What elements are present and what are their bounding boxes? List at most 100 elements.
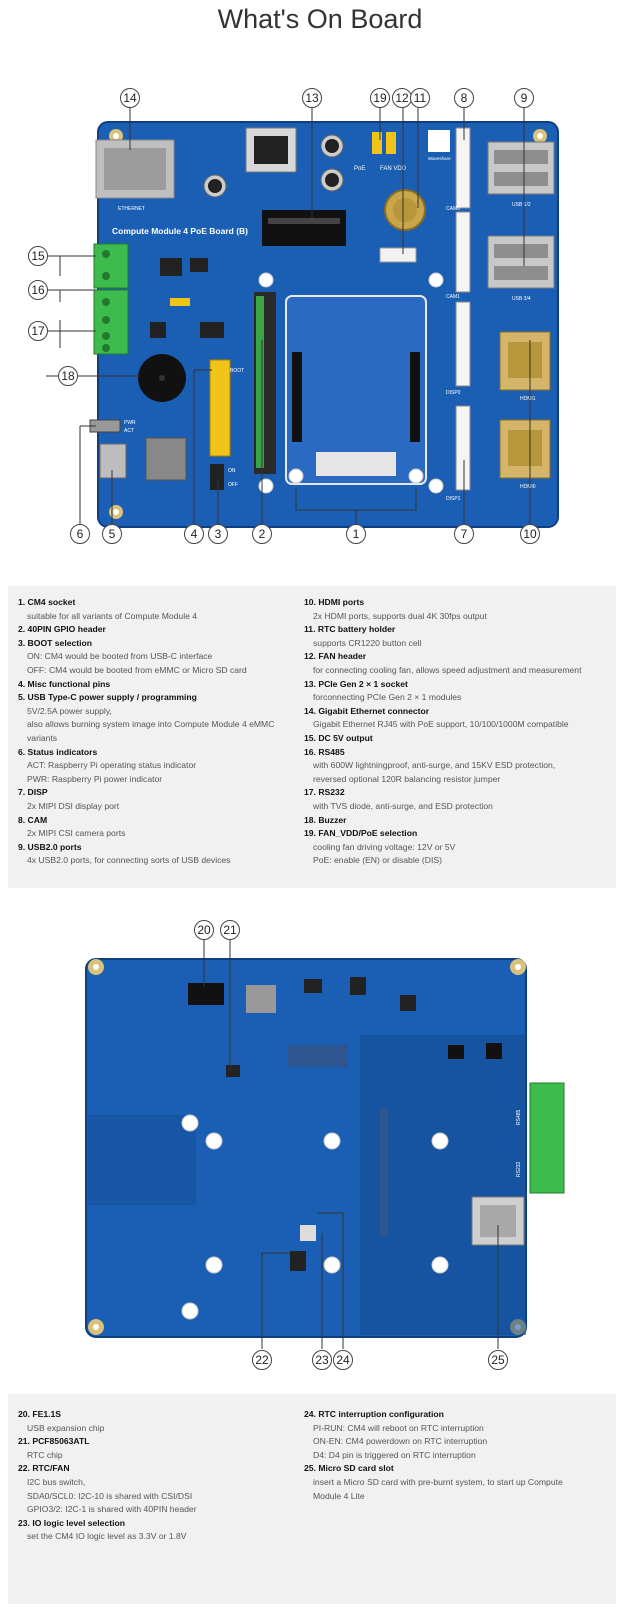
description-item-title: 16. RS485 bbox=[304, 746, 345, 757]
description-item-title: 15. DC 5V output bbox=[304, 732, 373, 743]
description-item: 9. USB2.0 ports 4x USB2.0 ports, for conn… bbox=[18, 841, 308, 868]
callout-3: 3 bbox=[208, 524, 228, 544]
cam0-silk: CAM0 bbox=[446, 206, 460, 212]
poe-silk: PoE bbox=[354, 166, 365, 172]
description-item: 21. PCF85063ATL RTC chip bbox=[18, 1435, 308, 1462]
description-item-title: 9. USB2.0 ports bbox=[18, 841, 82, 852]
cam1-silk: CAM1 bbox=[446, 294, 460, 300]
description-item-line: GPIO3/2: I2C-1 is shared with 40PIN head… bbox=[27, 1504, 197, 1515]
usb-c-port bbox=[99, 443, 127, 479]
callout-23: 23 bbox=[312, 1350, 332, 1370]
pcie-socket bbox=[262, 210, 346, 246]
callout-15: 15 bbox=[28, 246, 48, 266]
description-item-title: 22. RTC/FAN bbox=[18, 1463, 70, 1474]
description-item-line: supports CR1220 button cell bbox=[313, 637, 422, 648]
description-item: 19. FAN_VDD/PoE selection cooling fan dri… bbox=[304, 827, 614, 868]
description-item-title: 25. Micro SD card slot bbox=[304, 1463, 394, 1474]
description-item-line: also allows burning system image into Co… bbox=[27, 719, 275, 730]
description-item: 7. DISP 2x MIPI DSI display port bbox=[18, 786, 308, 813]
callout-11: 11 bbox=[410, 88, 430, 108]
callout-8: 8 bbox=[454, 88, 474, 108]
description-item-line: set the CM4 IO logic level as 3.3V or 1.… bbox=[27, 1531, 187, 1542]
callout-18: 18 bbox=[58, 366, 78, 386]
description-item-line: suitable for all variants of Compute Mod… bbox=[27, 610, 198, 621]
callout-19: 19 bbox=[370, 88, 390, 108]
disp1-silk: DISP1 bbox=[446, 496, 461, 502]
description-item-line: PWR: Raspberry Pi power indicator bbox=[27, 773, 163, 784]
description-item-line: 4x USB2.0 ports, for connecting sorts of… bbox=[27, 855, 231, 866]
description-item-title: 3. BOOT selection bbox=[18, 637, 93, 648]
description-item: 15. DC 5V output bbox=[304, 732, 614, 746]
description-item-title: 4. Misc functional pins bbox=[18, 678, 111, 689]
description-item-title: 10. HDMI ports bbox=[304, 597, 365, 607]
description-item-line: variants bbox=[27, 732, 58, 743]
dc5v-terminal bbox=[93, 243, 129, 289]
description-item-title: 12. FAN header bbox=[304, 651, 367, 662]
description-item-line: USB expansion chip bbox=[27, 1422, 105, 1433]
callout-20: 20 bbox=[194, 920, 214, 940]
callout-10: 10 bbox=[520, 524, 540, 544]
callout-2: 2 bbox=[252, 524, 272, 544]
top-desc-left-column: 1. CM4 socket suitable for all variants o… bbox=[18, 596, 308, 868]
top-description-panel: 1. CM4 socket suitable for all variants o… bbox=[8, 586, 616, 888]
description-item: 5. USB Type-C power supply / programming… bbox=[18, 691, 308, 745]
callout-21: 21 bbox=[220, 920, 240, 940]
disp0-connector bbox=[455, 301, 471, 387]
description-item-line: 2x MIPI DSI display port bbox=[27, 800, 120, 811]
description-item: 18. Buzzer bbox=[304, 814, 614, 828]
callout-12: 12 bbox=[392, 88, 412, 108]
description-item-title: 7. DISP bbox=[18, 787, 48, 798]
board-name: Compute Module 4 PoE Board (B) bbox=[112, 226, 248, 236]
usbc-module bbox=[145, 437, 187, 481]
callout-16: 16 bbox=[28, 280, 48, 300]
callout-5: 5 bbox=[102, 524, 122, 544]
boot-silk: BOOT bbox=[230, 368, 244, 374]
description-item-line: cooling fan driving voltage: 12V or 5V bbox=[313, 841, 456, 852]
description-item-line: reversed optional 120R balancing resisto… bbox=[313, 773, 501, 784]
bottom-board-photo: RS485 RS232 bbox=[0, 915, 640, 1385]
disp1-connector bbox=[455, 405, 471, 491]
description-item-line: PoE: enable (EN) or disable (DIS) bbox=[313, 855, 442, 866]
description-item-line: Gigabit Ethernet RJ45 with PoE support, … bbox=[313, 719, 569, 730]
description-item-title: 2. 40PIN GPIO header bbox=[18, 624, 106, 635]
description-item-line: ON-EN: CM4 powerdown on RTC interruption bbox=[313, 1436, 488, 1447]
description-item-title: 19. FAN_VDD/PoE selection bbox=[304, 828, 418, 839]
description-item-title: 1. CM4 socket bbox=[18, 597, 76, 607]
boot-switch bbox=[210, 464, 224, 490]
misc-pins bbox=[209, 359, 231, 457]
description-item-title: 21. PCF85063ATL bbox=[18, 1436, 90, 1447]
description-item-title: 13. PCIe Gen 2 × 1 socket bbox=[304, 678, 408, 689]
cm4-socket bbox=[285, 295, 427, 485]
description-item: 11. RTC battery holder supports CR1220 bu… bbox=[304, 623, 614, 650]
fan-vdd-silk: FAN VDD bbox=[380, 166, 407, 172]
description-item-title: 18. Buzzer bbox=[304, 814, 347, 825]
usb-port-3-4 bbox=[487, 235, 555, 289]
description-item-title: 17. RS232 bbox=[304, 787, 345, 798]
description-item-title: 14. Gigabit Ethernet connector bbox=[304, 705, 430, 716]
description-item-line: RTC chip bbox=[27, 1449, 63, 1460]
act-silk: ACT bbox=[124, 428, 134, 434]
rs232-silk: RS232 bbox=[516, 1161, 522, 1177]
callout-14: 14 bbox=[120, 88, 140, 108]
callout-7: 7 bbox=[454, 524, 474, 544]
disp0-silk: DISP0 bbox=[446, 390, 461, 396]
description-item-line: SDA0/SCL0: I2C-10 is shared with CSI/DSI bbox=[27, 1490, 193, 1501]
description-item-title: 8. CAM bbox=[18, 814, 48, 825]
description-item: 4. Misc functional pins bbox=[18, 678, 308, 692]
usb12-silk: USB 1/2 bbox=[512, 202, 531, 208]
description-item-title: 5. USB Type-C power supply / programming bbox=[18, 692, 197, 703]
description-item-title: 11. RTC battery holder bbox=[304, 624, 396, 635]
rs485-rs232-terminal bbox=[93, 289, 129, 355]
ethernet-silk: ETHERNET bbox=[118, 206, 145, 212]
description-item-line: ACT: Raspberry Pi operating status indic… bbox=[27, 760, 197, 771]
